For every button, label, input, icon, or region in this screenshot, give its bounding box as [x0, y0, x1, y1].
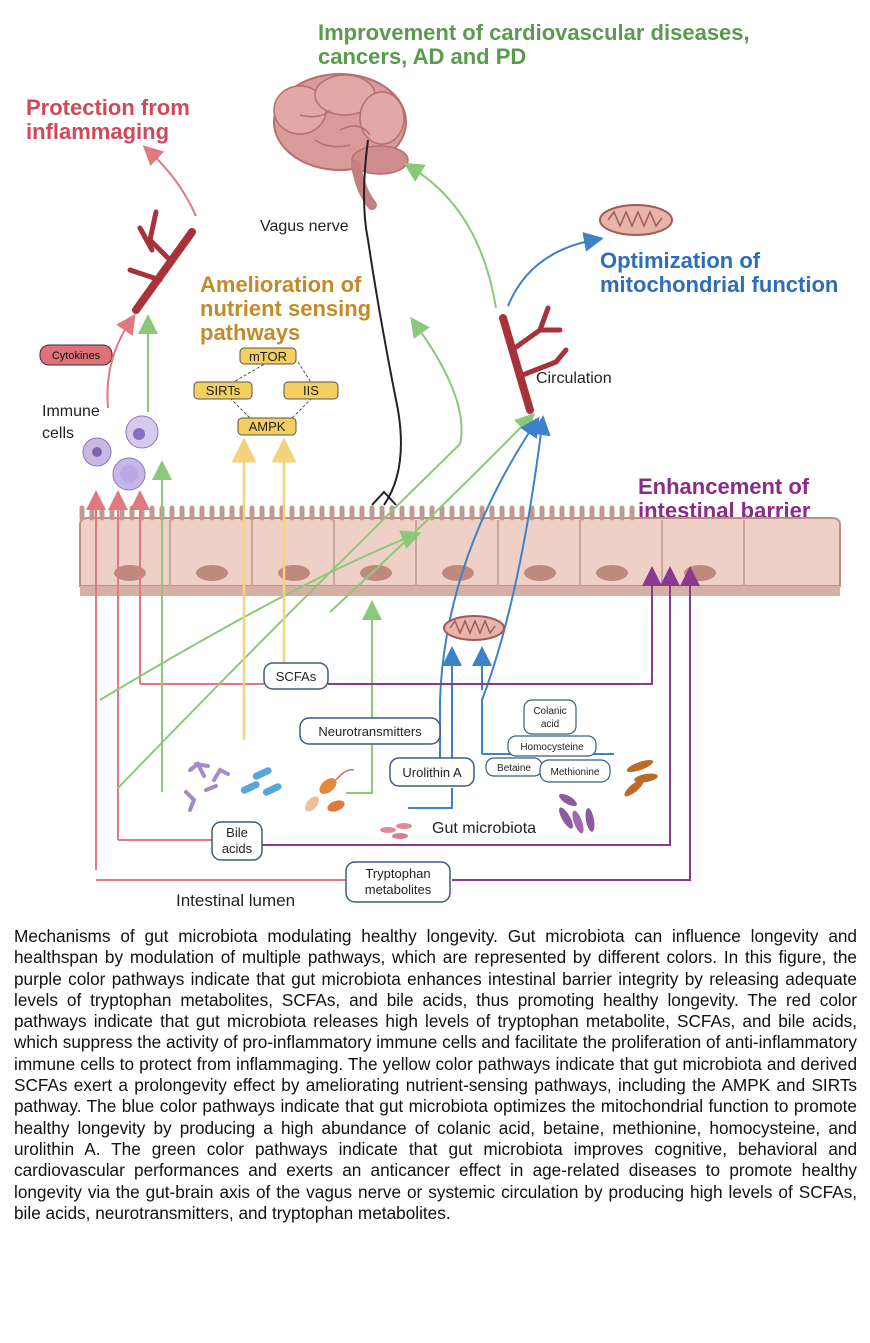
- ampk-label: AMPK: [249, 419, 286, 434]
- homocysteine-box: [507, 735, 597, 757]
- cytokines-box: [39, 344, 113, 366]
- mito-title-line1: Optimization of: [600, 248, 761, 273]
- nutrient-title-line1: Amelioration of: [200, 272, 362, 297]
- mitochondria-lumen-icon: [443, 615, 505, 641]
- methionine-label: Methionine: [551, 767, 600, 778]
- green-pathways: [99, 162, 535, 794]
- cytokines-label: Cytokines: [52, 350, 101, 362]
- colanic-label-line1: Colanic: [533, 706, 566, 717]
- urolithin-label: Urolithin A: [402, 765, 462, 780]
- methionine-box: [539, 759, 611, 783]
- mtor-node: [239, 347, 297, 365]
- nutrient-title-line2: nutrient sensing: [200, 296, 371, 321]
- sirts-node: [193, 381, 253, 400]
- vagus-nerve-terminal: [371, 490, 397, 506]
- purple-pathways: [262, 566, 700, 881]
- mitochondria-icon: [599, 204, 673, 236]
- nutrient-pathway-network: mTOR SIRTs IIS AMPK: [193, 347, 339, 436]
- betaine-label: Betaine: [497, 763, 531, 774]
- microbes-icon: [184, 759, 658, 839]
- iis-label: IIS: [303, 383, 319, 398]
- figure-caption: Mechanisms of gut microbiota modulating …: [14, 926, 857, 1223]
- tryptophan-box: [345, 861, 451, 903]
- gut-microbiota-label: Gut microbiota: [432, 820, 536, 837]
- neurotransmitters-box: [299, 717, 441, 745]
- cardio-title-line2: cancers, AD and PD: [318, 44, 526, 69]
- tryptophan-label-line1: Tryptophan: [365, 866, 430, 881]
- bile-acids-label-line2: acids: [222, 841, 253, 856]
- red-pathways: [86, 145, 346, 881]
- scfas-label: SCFAs: [276, 669, 317, 684]
- scfas-box: [263, 662, 329, 690]
- sirts-label: SIRTs: [206, 383, 241, 398]
- inflammaging-title-line2: inflammaging: [26, 119, 169, 144]
- tryptophan-label-line2: metabolites: [365, 882, 432, 897]
- mito-title-line2: mitochondrial function: [600, 272, 838, 297]
- barrier-title-line1: Enhancement of: [638, 474, 810, 499]
- vagus-nerve-label: Vagus nerve: [260, 218, 349, 235]
- ampk-node: [237, 417, 297, 436]
- brain-icon: [273, 73, 409, 210]
- inflammaging-title-line1: Protection from: [26, 95, 190, 120]
- circulation-label: Circulation: [536, 370, 612, 387]
- immune-cells-label-line2: cells: [42, 425, 74, 442]
- cardio-title-line1: Improvement of cardiovascular diseases,: [318, 20, 750, 45]
- intestinal-lumen-label: Intestinal lumen: [176, 891, 295, 910]
- colanic-label-line2: acid: [541, 719, 559, 730]
- circulation-vessel-icon: [499, 305, 569, 414]
- iis-node: [283, 381, 339, 400]
- vagus-nerve-line: [363, 139, 402, 506]
- bile-acids-box: [211, 821, 263, 861]
- blue-pathways: [408, 232, 614, 809]
- nutrient-title-line3: pathways: [200, 320, 300, 345]
- neurotransmitters-label: Neurotransmitters: [318, 724, 422, 739]
- immune-cells-icon: [82, 415, 159, 491]
- homocysteine-label: Homocysteine: [520, 742, 584, 753]
- gut-microbiota-longevity-diagram: Improvement of cardiovascular diseases, …: [26, 20, 841, 910]
- blood-vessel-icon: [127, 209, 196, 314]
- mtor-label: mTOR: [249, 349, 287, 364]
- bile-acids-label-line1: Bile: [226, 825, 248, 840]
- immune-cells-label-line1: Immune: [42, 403, 100, 420]
- urolithin-box: [389, 757, 475, 787]
- colanic-acid-box: [523, 699, 577, 735]
